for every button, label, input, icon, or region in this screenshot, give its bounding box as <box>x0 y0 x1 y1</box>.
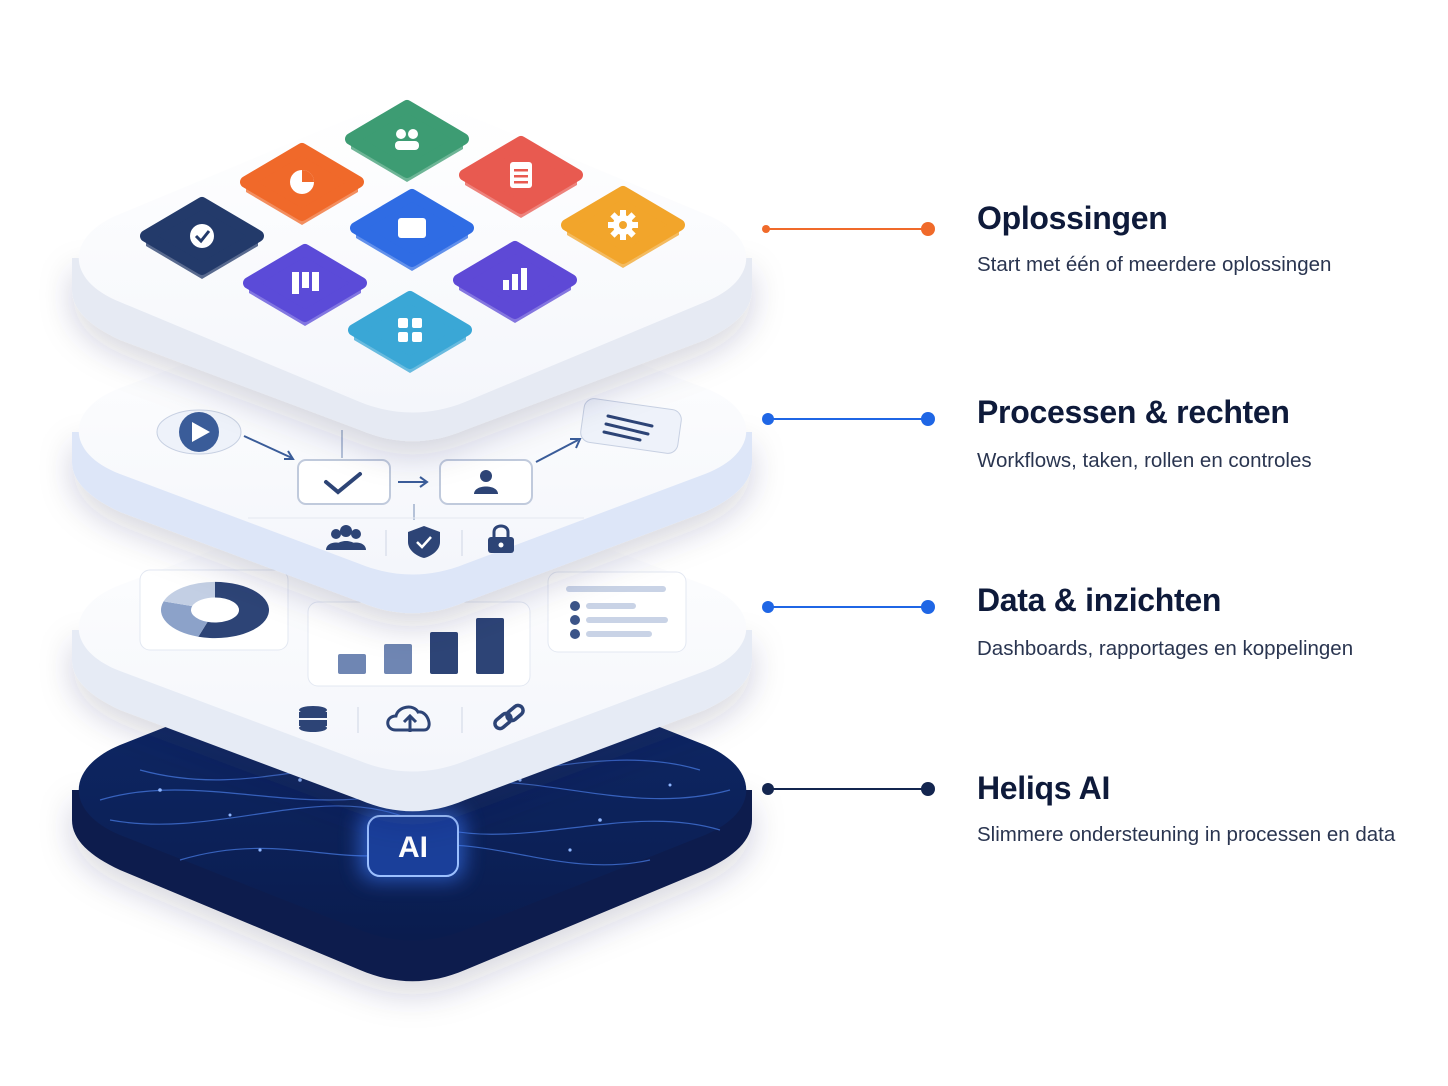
bar-chart-icon <box>503 268 527 290</box>
check-circle-tile <box>140 197 264 279</box>
link-icon <box>493 703 525 731</box>
check-circle-icon <box>190 224 214 248</box>
people-tile <box>345 100 469 182</box>
bar-chart-tile <box>453 241 577 323</box>
grid-tile <box>348 291 472 373</box>
bar <box>384 644 412 674</box>
layer-desc-ai: Slimmere ondersteuning in processen en d… <box>977 823 1396 846</box>
bar <box>338 654 366 674</box>
play-icon <box>156 409 242 455</box>
gear-tile <box>561 186 685 268</box>
document-icon <box>510 162 532 188</box>
layer-desc-data: Dashboards, rapportages en koppelingen <box>977 637 1354 660</box>
list-icon <box>566 586 668 639</box>
donut-slice <box>160 601 208 637</box>
pie-chart-tile <box>240 143 364 225</box>
kanban-tile <box>243 244 367 326</box>
document-tile <box>459 136 583 218</box>
kanban-icon <box>292 272 319 294</box>
connector-processen <box>762 412 935 426</box>
ai-network-dots <box>158 758 672 852</box>
list-icon <box>580 398 682 454</box>
donut-slice <box>198 581 269 639</box>
cloud-upload-icon <box>386 705 431 732</box>
layer-title-oplossingen: Oplossingen <box>977 200 1168 236</box>
legend-connectors <box>762 222 935 796</box>
ai-badge-label: AI <box>398 831 428 864</box>
bar <box>476 618 504 674</box>
ai-badge <box>367 815 459 877</box>
bar-chart-icon <box>338 618 504 674</box>
gear-icon <box>608 210 638 240</box>
layer-desc-oplossingen: Start met één of meerdere oplossingen <box>977 253 1332 276</box>
connector-oplossingen <box>762 222 935 236</box>
list-card <box>547 571 687 653</box>
shield-check-icon <box>408 526 440 558</box>
layer-solutions <box>72 100 752 442</box>
people-icon <box>326 525 366 550</box>
user-icon <box>439 459 533 505</box>
grid-icon <box>398 318 422 342</box>
layer-title-ai: Heliqs AI <box>977 770 1111 806</box>
folder-tile <box>350 189 474 271</box>
lock-icon <box>488 524 514 553</box>
layer-desc-processen: Workflows, taken, rollen en controles <box>977 449 1312 472</box>
pie-chart-icon <box>290 170 314 194</box>
check-icon <box>297 459 391 505</box>
donut-slice <box>163 581 215 607</box>
folder-icon <box>398 218 426 238</box>
database-icon <box>299 706 327 732</box>
connector-data <box>762 600 935 614</box>
layer-title-data: Data & inzichten <box>977 582 1222 618</box>
bar <box>430 632 458 674</box>
donut-chart-icon <box>160 581 269 639</box>
people-icon <box>395 129 419 150</box>
layer-title-processen: Processen & rechten <box>977 394 1290 430</box>
connector-ai <box>762 782 935 796</box>
solution-tiles <box>140 100 685 373</box>
